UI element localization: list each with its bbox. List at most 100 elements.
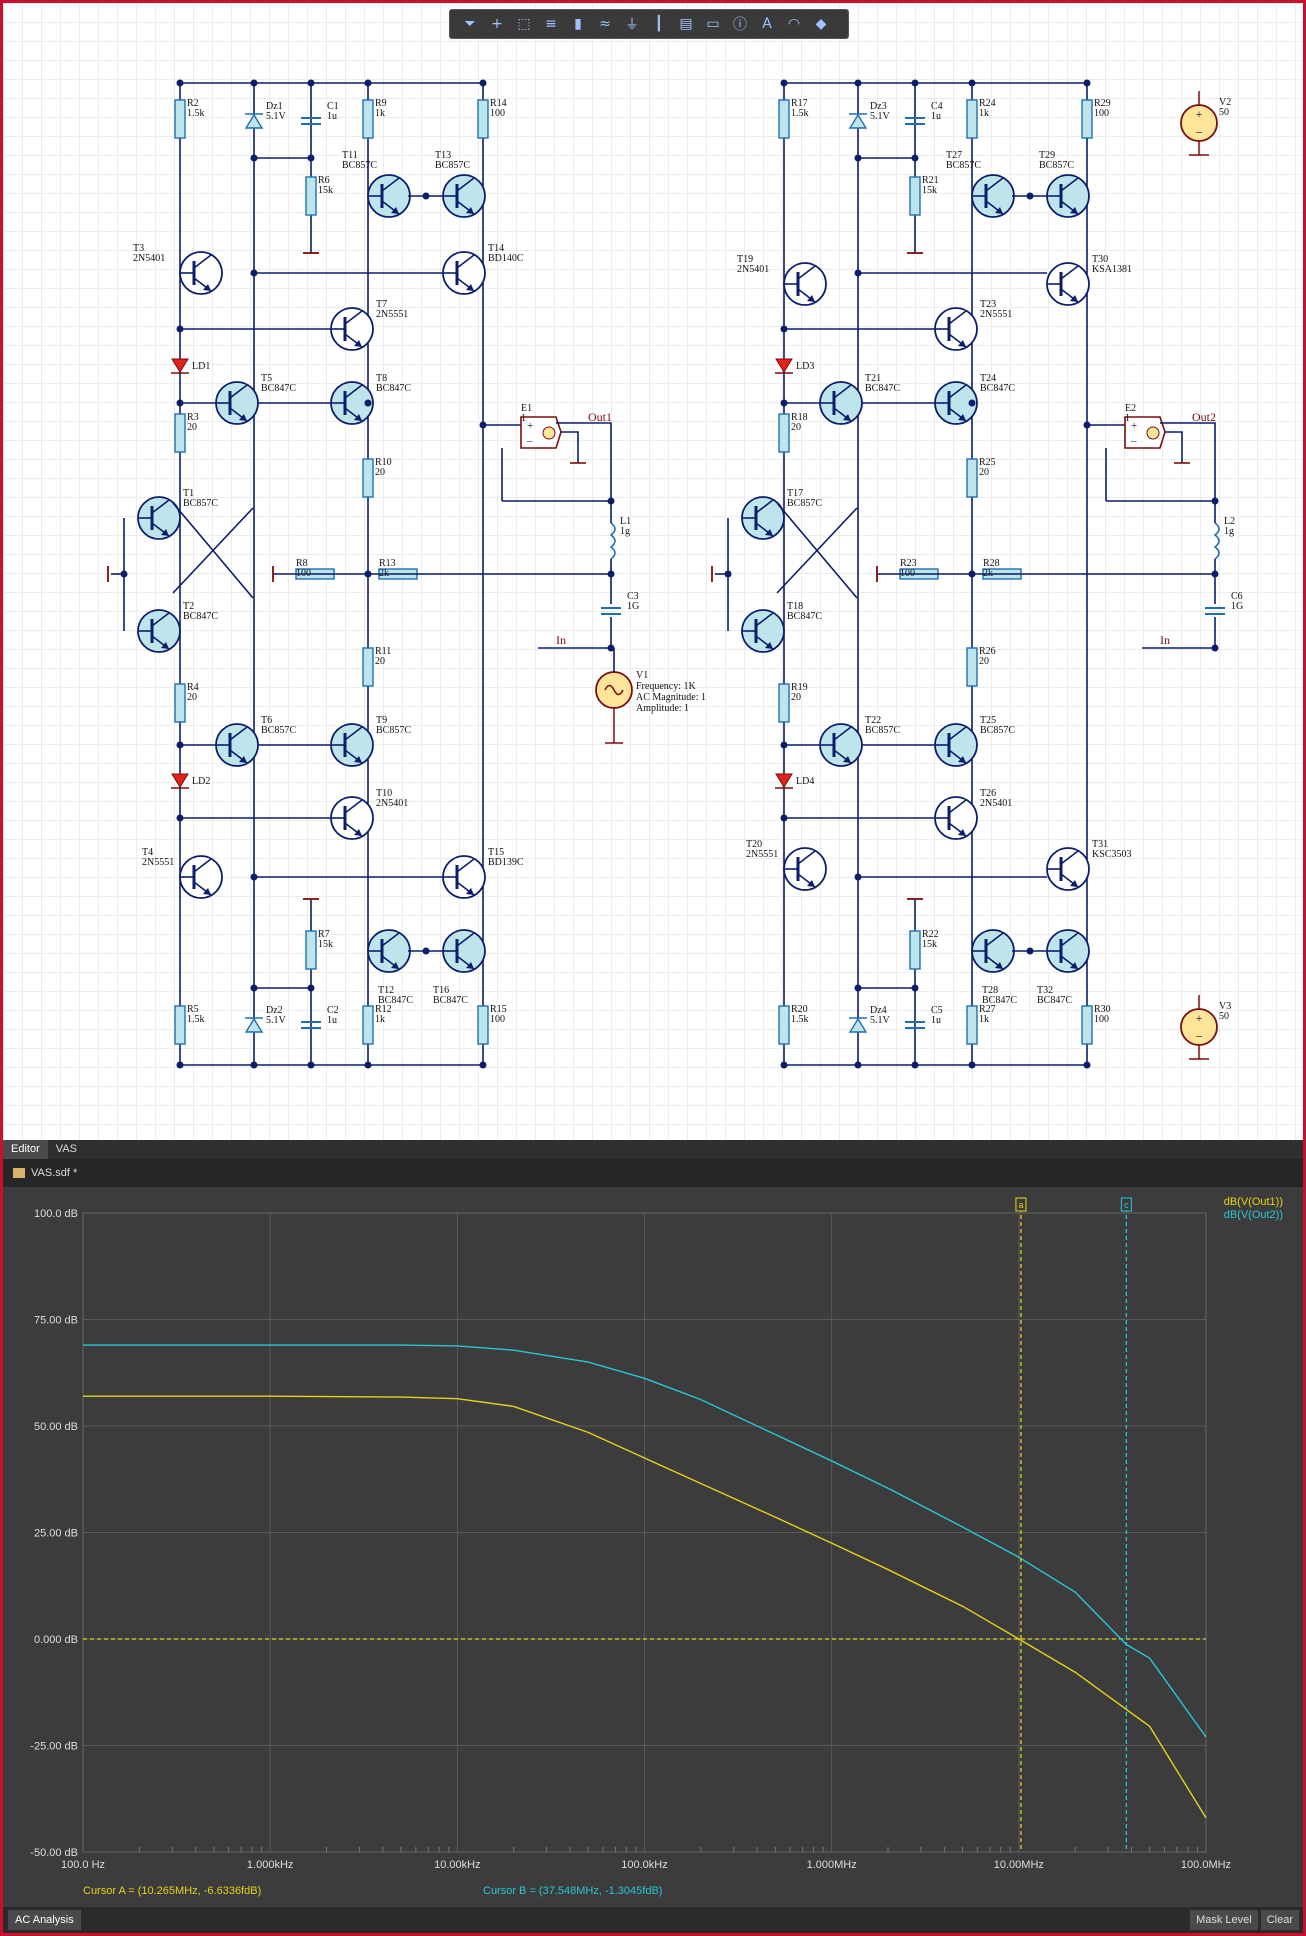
resistor[interactable] [362, 1005, 374, 1045]
tab-ac-analysis[interactable]: AC Analysis [8, 1910, 81, 1930]
mask-level-button[interactable]: Mask Level [1190, 1910, 1258, 1930]
zener-diode[interactable] [244, 113, 264, 129]
transistor[interactable] [971, 929, 1015, 973]
transistor-body[interactable] [741, 496, 785, 540]
resistor[interactable] [362, 647, 374, 687]
vcvs-source[interactable] [1124, 416, 1166, 449]
resistor[interactable] [174, 1005, 186, 1045]
transistor[interactable] [1046, 262, 1090, 306]
probe-icon[interactable]: ⓘ [733, 17, 747, 33]
transistor[interactable] [367, 174, 411, 218]
transistor-body[interactable] [783, 847, 827, 891]
inductor[interactable] [1213, 522, 1220, 560]
resistor[interactable] [477, 99, 489, 139]
inductor[interactable] [609, 522, 616, 560]
schematic-drawing[interactable]: R21.5kR320R420R51.5kR615kR715kR91kR1020R… [3, 3, 1303, 1140]
transistor[interactable] [330, 307, 374, 351]
transistor[interactable] [1046, 847, 1090, 891]
filter-icon[interactable]: ⏷ [464, 16, 476, 32]
resistor[interactable] [1081, 1005, 1093, 1045]
select-rect-icon[interactable]: ⬚ [517, 16, 531, 32]
cursor-handle-c[interactable] [1120, 1197, 1132, 1212]
resistor[interactable] [966, 647, 978, 687]
port-icon[interactable]: ▭ [706, 16, 720, 32]
tab-editor[interactable]: Editor [3, 1140, 48, 1159]
transistor-body[interactable] [1046, 847, 1090, 891]
transistor-body[interactable] [137, 496, 181, 540]
resistor[interactable] [362, 458, 374, 498]
transistor[interactable] [367, 929, 411, 973]
resistor[interactable] [305, 930, 317, 970]
transistor[interactable] [215, 381, 259, 425]
transistor[interactable] [330, 723, 374, 767]
align-icon[interactable]: ≡ [545, 16, 557, 32]
transistor[interactable] [1046, 929, 1090, 973]
transistor-body[interactable] [137, 609, 181, 653]
resistor[interactable] [778, 683, 790, 723]
wire-icon[interactable]: ≈ [599, 16, 611, 32]
transistor[interactable] [819, 381, 863, 425]
transistor[interactable] [819, 723, 863, 767]
transistor-body[interactable] [783, 262, 827, 306]
transistor[interactable] [215, 723, 259, 767]
led[interactable] [775, 358, 793, 373]
bus-icon[interactable]: ┃ [654, 16, 664, 32]
legend-entry[interactable]: dB(V(Out1)) [1224, 1196, 1283, 1208]
document-name[interactable]: VAS.sdf * [31, 1167, 78, 1179]
transistor[interactable] [179, 251, 223, 295]
led[interactable] [775, 773, 793, 788]
resistor[interactable] [362, 99, 374, 139]
transistor-body[interactable] [741, 609, 785, 653]
zener-diode[interactable] [244, 1017, 264, 1033]
led[interactable] [171, 773, 189, 788]
resistor[interactable] [909, 176, 921, 216]
transistor[interactable] [934, 307, 978, 351]
net-label-icon[interactable]: ▤ [679, 16, 693, 32]
series-out1-line[interactable] [83, 1395, 1207, 1819]
clear-button[interactable]: Clear [1260, 1910, 1299, 1930]
transistor[interactable] [330, 796, 374, 840]
transistor[interactable] [137, 496, 181, 540]
vcvs-source[interactable] [520, 416, 562, 449]
transistor[interactable] [783, 847, 827, 891]
transistor[interactable] [934, 723, 978, 767]
transistor[interactable] [442, 929, 486, 973]
resistor[interactable] [966, 1005, 978, 1045]
ground-icon[interactable]: ⏚ [625, 17, 639, 33]
legend-entry[interactable]: dB(V(Out2)) [1224, 1209, 1283, 1221]
resistor[interactable] [174, 413, 186, 453]
resistor[interactable] [1081, 99, 1093, 139]
resistor[interactable] [778, 99, 790, 139]
transistor[interactable] [1046, 174, 1090, 218]
text-icon[interactable]: A [762, 16, 772, 32]
transistor[interactable] [971, 174, 1015, 218]
component-icon[interactable]: ▮ [574, 16, 582, 32]
transistor[interactable] [741, 609, 785, 653]
transistor-body[interactable] [179, 251, 223, 295]
resistor[interactable] [966, 458, 978, 498]
transistor[interactable] [783, 262, 827, 306]
transistor[interactable] [442, 251, 486, 295]
crosshair-icon[interactable]: + [491, 16, 503, 32]
resistor[interactable] [778, 1005, 790, 1045]
zener-diode[interactable] [848, 1017, 868, 1033]
resistor[interactable] [174, 683, 186, 723]
resistor[interactable] [778, 413, 790, 453]
transistor-body[interactable] [179, 855, 223, 899]
resistor[interactable] [174, 99, 186, 139]
cursor-handle-a[interactable] [1015, 1197, 1027, 1212]
tab-vas[interactable]: VAS [55, 1143, 77, 1155]
transistor[interactable] [179, 855, 223, 899]
transistor[interactable] [934, 796, 978, 840]
resistor[interactable] [966, 99, 978, 139]
transistor[interactable] [442, 174, 486, 218]
transistor[interactable] [741, 496, 785, 540]
resistor[interactable] [477, 1005, 489, 1045]
zener-diode[interactable] [848, 113, 868, 129]
transistor-body[interactable] [1046, 262, 1090, 306]
arc-icon[interactable]: ◠ [787, 16, 801, 32]
series-out2-line[interactable] [83, 1344, 1207, 1738]
